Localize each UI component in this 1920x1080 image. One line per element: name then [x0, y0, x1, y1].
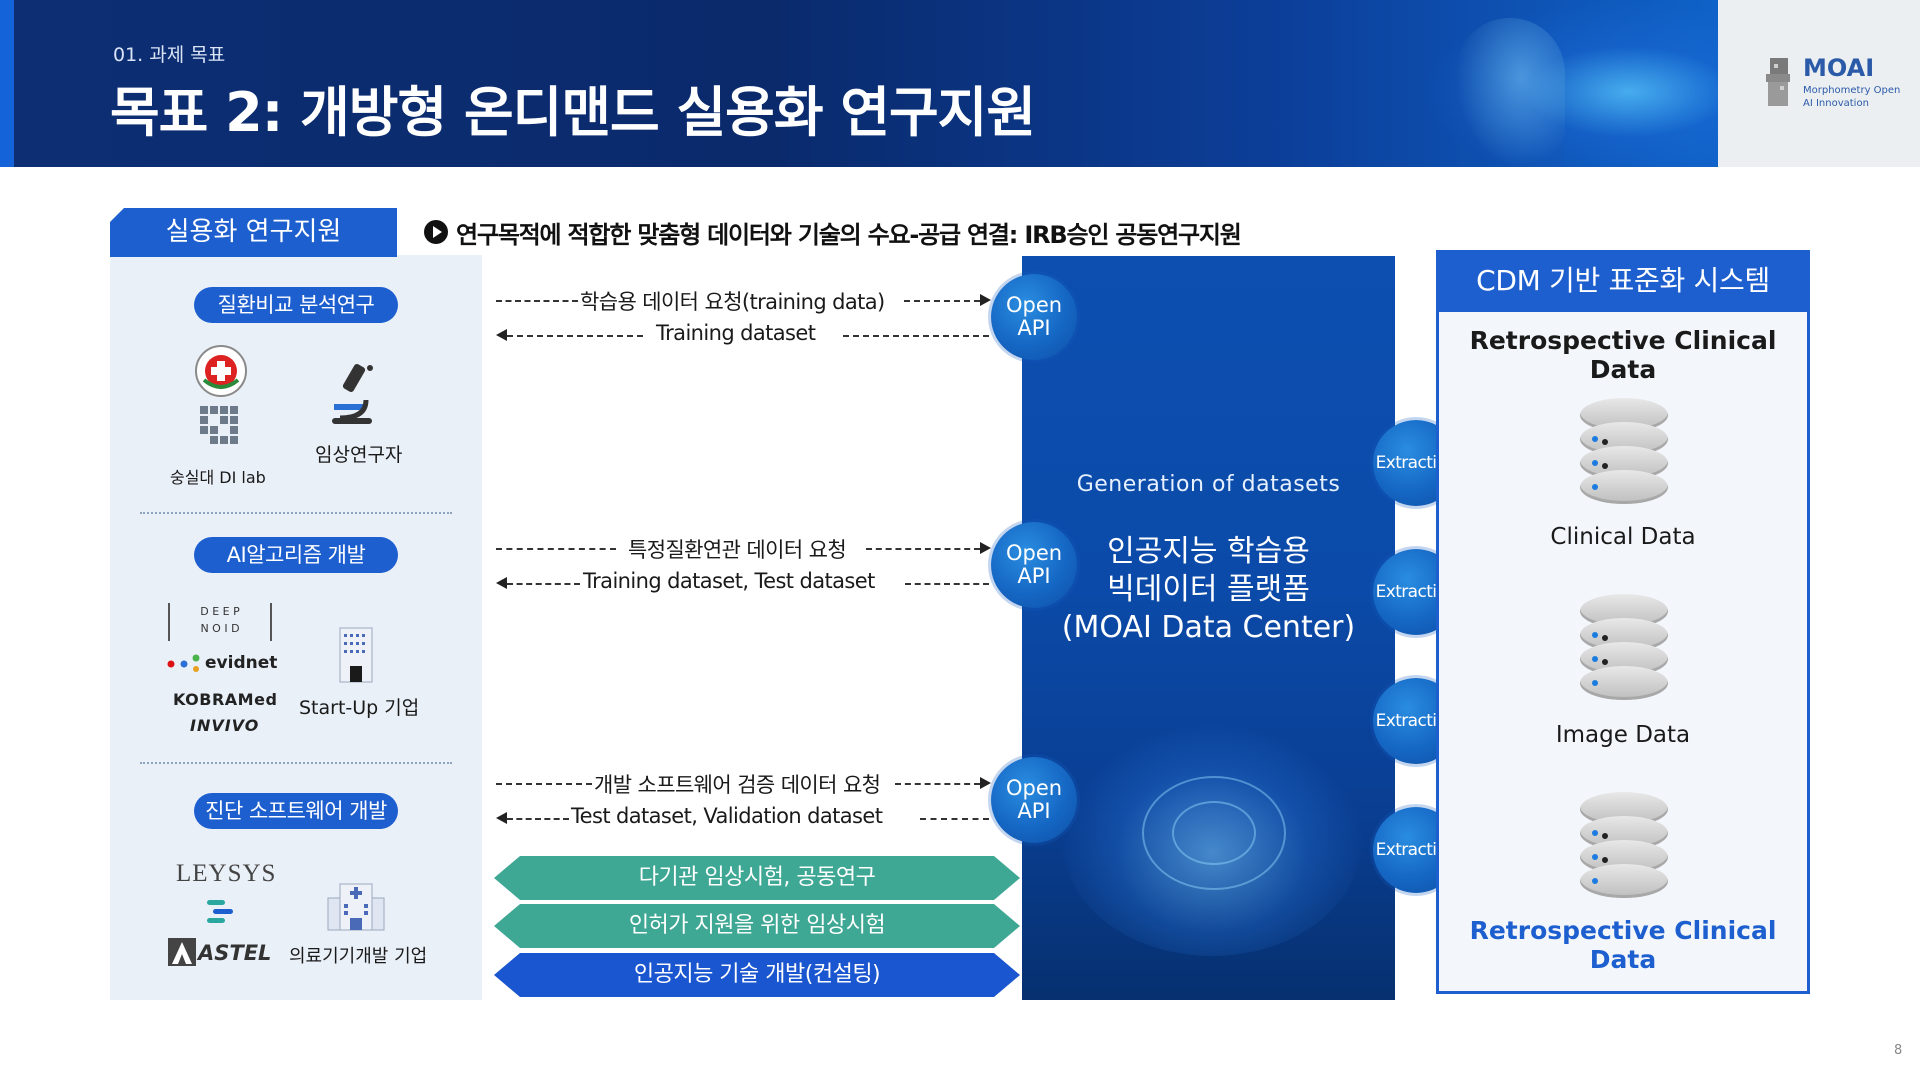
dash-line	[496, 300, 578, 302]
dash-line	[507, 335, 643, 337]
divider	[140, 762, 452, 764]
org-invivo: INVIVO	[190, 716, 260, 735]
arrow-ai-consulting: 인공지능 기술 개발(컨설팅)	[494, 953, 1020, 997]
logo-sub-line1: Morphometry Open	[1803, 85, 1901, 96]
cdm-title: CDM 기반 표준화 시스템	[1436, 250, 1810, 312]
open-api-line1: Open	[1005, 541, 1063, 565]
header-accent-bar	[0, 0, 14, 167]
org-leysys: LEYSYS	[176, 860, 277, 887]
open-api-line2: API	[1017, 316, 1051, 340]
brain-ring	[1172, 801, 1256, 865]
retrospective-label-bottom: Retrospective Clinical Data	[1469, 916, 1777, 974]
org-evidnet: evidnet	[205, 653, 278, 673]
page-number: 8	[1894, 1043, 1903, 1058]
building-icon	[339, 627, 373, 683]
evidnet-logo-icon	[167, 654, 200, 672]
open-api-line1: Open	[1005, 293, 1063, 317]
logo-sub-line2: AI Innovation	[1803, 98, 1869, 109]
flow-response-3: Test dataset, Validation dataset	[571, 804, 883, 828]
leysys-mark-icon	[207, 900, 233, 923]
retrospective-label-top: Retrospective Clinical Data	[1469, 326, 1777, 384]
arrow-left-icon	[496, 812, 507, 824]
dash-line	[507, 583, 580, 585]
pill-disease-comparison: 질환비교 분석연구	[194, 287, 398, 323]
dash-line	[496, 783, 592, 785]
open-api-line1: Open	[1005, 776, 1063, 800]
page-title: 목표 2: 개방형 온디맨드 실용화 연구지원	[110, 81, 1036, 144]
di-lab-logo-icon	[200, 406, 238, 444]
arrow-left-icon	[496, 329, 507, 341]
flow-request-1: 학습용 데이터 요청(training data)	[580, 290, 885, 314]
logo-subtitle: Morphometry Open AI Innovation	[1803, 84, 1900, 110]
open-api-badge: Open API	[991, 274, 1077, 360]
dash-line	[866, 548, 980, 550]
headline: 연구목적에 적합한 맞춤형 데이터와 기술의 수요-공급 연결: IRB승인 공…	[456, 221, 1242, 249]
astel-logo-icon	[168, 938, 196, 966]
microscope-icon	[332, 363, 373, 424]
divider	[140, 512, 452, 514]
arrow-multicenter-trial: 다기관 임상시험, 공동연구	[494, 856, 1020, 900]
arrow-right-icon	[980, 542, 991, 554]
logo-name: MOAI	[1803, 54, 1875, 82]
org-astel: ASTEL	[198, 941, 272, 965]
arrow-approval-trial: 인허가 지원을 위한 임상시험	[494, 904, 1020, 948]
dash-line	[843, 335, 989, 337]
left-panel	[110, 255, 482, 1000]
dash-line	[905, 583, 989, 585]
generation-label: Generation of datasets	[1076, 472, 1341, 497]
org-di-lab: 숭실대 DI lab	[170, 468, 266, 487]
hospital-emblem-icon	[195, 345, 247, 397]
db-label-clinical: Clinical Data	[1550, 524, 1696, 550]
open-api-line2: API	[1017, 564, 1051, 588]
arrow-left-icon	[496, 577, 507, 589]
logo-box	[1718, 0, 1920, 167]
dash-line	[904, 300, 980, 302]
platform-title: 인공지능 학습용 빅데이터 플랫폼 (MOAI Data Center)	[1040, 533, 1377, 647]
database-icon	[1580, 594, 1668, 700]
platform-line3: (MOAI Data Center)	[1061, 610, 1356, 645]
open-api-line2: API	[1017, 799, 1051, 823]
moai-data-center-panel	[1022, 256, 1395, 1000]
ai-head-image	[1420, 0, 1718, 167]
platform-line1: 인공지능 학습용	[1107, 534, 1310, 569]
flow-request-3: 개발 소프트웨어 검증 데이터 요청	[594, 773, 881, 797]
database-icon	[1580, 398, 1668, 504]
arrow-right-icon	[980, 777, 991, 789]
platform-line2: 빅데이터 플랫폼	[1107, 572, 1310, 607]
flow-response-2: Training dataset, Test dataset	[583, 569, 875, 593]
database-icon	[1580, 792, 1668, 898]
dash-line	[496, 548, 616, 550]
open-api-badge: Open API	[991, 522, 1077, 608]
dash-line	[507, 818, 569, 820]
tab-practical-research: 실용화 연구지원	[110, 208, 397, 257]
flow-request-2: 특정질환연관 데이터 요청	[628, 538, 847, 562]
moai-logo-icon	[1766, 58, 1790, 106]
org-kobramed: KOBRAMed	[173, 690, 278, 709]
pill-diagnostic-software: 진단 소프트웨어 개발	[194, 793, 398, 829]
org-medical-device: 의료기기개발 기업	[289, 946, 428, 967]
hospital-building-icon	[327, 883, 385, 931]
dash-line	[920, 818, 989, 820]
org-startup: Start-Up 기업	[299, 697, 420, 719]
brain-ring	[1142, 776, 1286, 890]
pill-ai-algorithm: AI알고리즘 개발	[194, 537, 398, 573]
dash-line	[895, 783, 980, 785]
arrow-right-icon	[980, 294, 991, 306]
db-label-image: Image Data	[1555, 722, 1691, 748]
open-api-badge: Open API	[991, 757, 1077, 843]
deepnoid-logo: D E E P N O I D	[168, 603, 272, 641]
org-clinical-researcher: 임상연구자	[315, 444, 403, 466]
deepnoid-line2: N O I D	[200, 622, 240, 635]
ai-head-silhouette	[1455, 18, 1565, 167]
section-label: 01. 과제 목표	[113, 44, 226, 66]
deepnoid-line1: D E E P	[200, 605, 240, 618]
tab-label: 실용화 연구지원	[165, 217, 342, 247]
play-icon	[424, 220, 448, 244]
flow-response-1: Training dataset	[656, 321, 816, 345]
